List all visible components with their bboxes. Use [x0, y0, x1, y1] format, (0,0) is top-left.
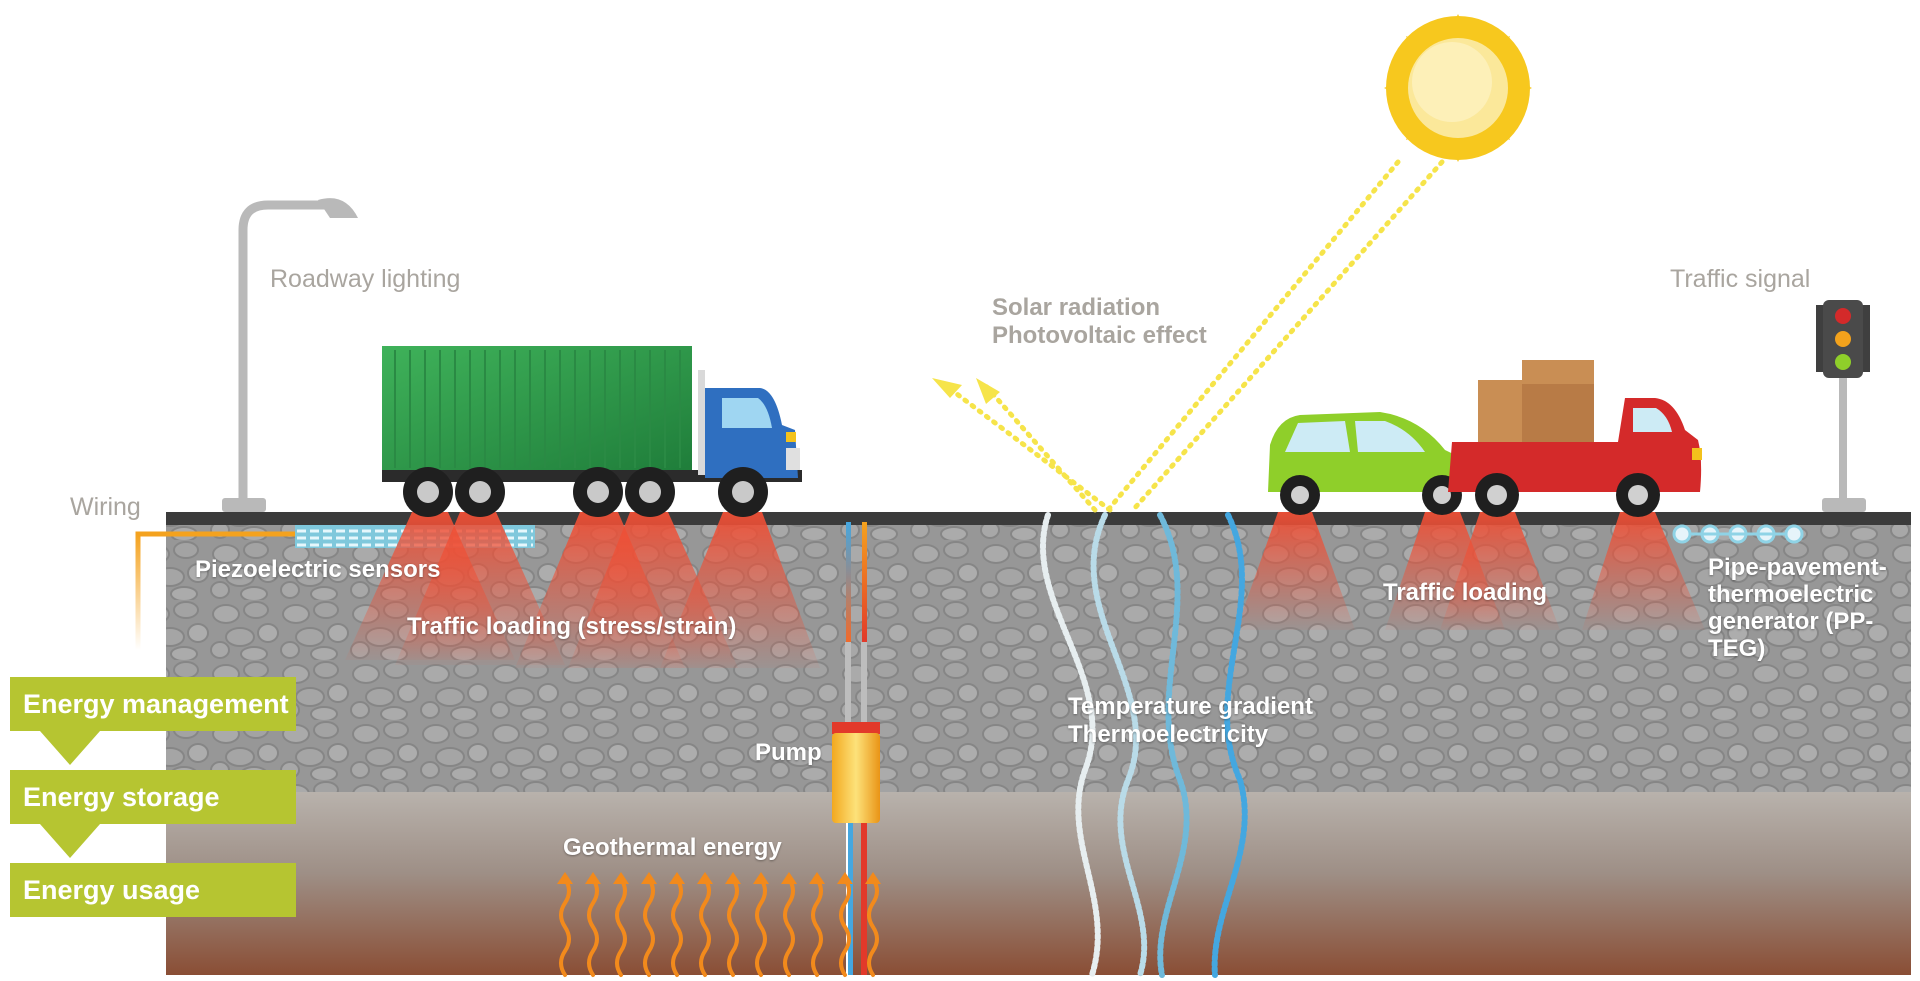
pp-teg-label: Pipe-pavement-thermoelectric generator (…	[1708, 554, 1887, 662]
soil-layer	[166, 790, 1911, 975]
traffic-signal-label: Traffic signal	[1670, 265, 1811, 293]
energy-usage-box: Energy usage	[10, 863, 296, 917]
geothermal-arrowheads	[557, 872, 881, 884]
pump	[832, 722, 880, 823]
temperature-gradient-label: Temperature gradient	[1068, 693, 1313, 720]
roadway-lighting-label: Roadway lighting	[270, 265, 461, 293]
energy-management-box: Energy management	[10, 677, 296, 731]
reflection-arrowheads	[932, 378, 1000, 404]
sun-icon	[1384, 14, 1532, 162]
piezoelectric-sensors-label: Piezoelectric sensors	[195, 556, 441, 583]
traffic-signal	[1816, 300, 1870, 512]
geothermal-energy-label: Geothermal energy	[563, 834, 782, 861]
green-car	[1268, 412, 1479, 515]
solar-radiation-label: Solar radiation	[992, 294, 1161, 321]
truck-wheels	[403, 467, 768, 517]
solar-rays	[942, 159, 1445, 513]
wiring-label: Wiring	[70, 493, 141, 521]
traffic-loading-cones	[345, 512, 1705, 668]
flow-down-arrow-icon	[40, 731, 100, 765]
traffic-loading-stress-label: Traffic loading (stress/strain)	[407, 613, 737, 640]
flow-down-arrow-icon	[40, 824, 100, 858]
wiring	[135, 531, 295, 650]
pump-label: Pump	[755, 739, 822, 766]
red-pickup-truck	[1448, 360, 1702, 517]
thermoelectricity-label: Thermoelectricity	[1068, 721, 1269, 748]
traffic-loading-label: Traffic loading	[1383, 579, 1548, 606]
semi-truck	[382, 346, 802, 482]
photovoltaic-effect-label: Photovoltaic effect	[992, 322, 1207, 349]
energy-storage-box: Energy storage	[10, 770, 296, 824]
geothermal-heat-arrows	[559, 877, 879, 977]
temperature-gradient-waves	[1040, 512, 1248, 978]
street-lamp	[222, 198, 358, 512]
